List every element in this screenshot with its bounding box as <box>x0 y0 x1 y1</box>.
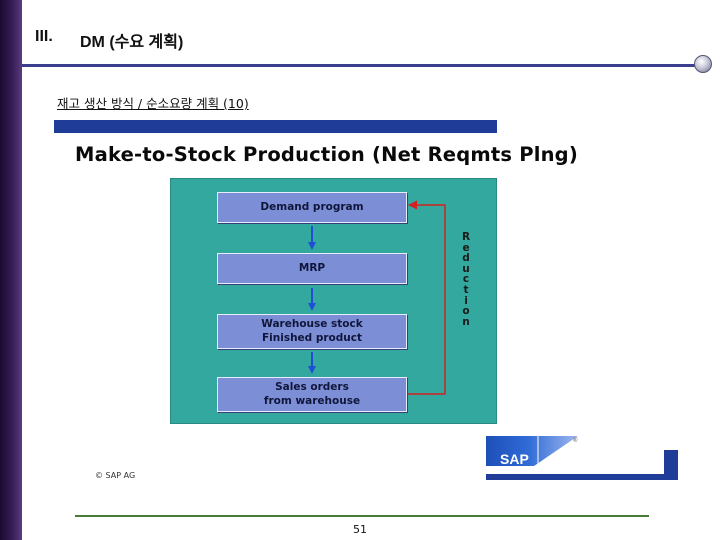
sap-logo: SAP ® <box>486 436 678 480</box>
step-label: Sales orders <box>275 381 349 394</box>
reduction-letter: e <box>462 241 470 254</box>
step-box-sales-orders: Sales orders from warehouse <box>217 377 407 412</box>
step-label: MRP <box>298 261 326 274</box>
feedback-arrow-icon <box>408 200 446 395</box>
step-label: from warehouse <box>263 394 361 407</box>
reduction-label: R e d u c t i o n <box>460 232 472 327</box>
step-label: Warehouse stock <box>261 318 363 331</box>
sap-trademark: ® <box>573 437 578 444</box>
step-box-mrp: MRP <box>217 253 407 284</box>
reduction-letter: R <box>461 231 471 243</box>
reduction-letter: o <box>462 305 470 318</box>
reduction-letter: d <box>462 252 470 265</box>
header-divider <box>22 64 698 67</box>
reduction-letter: i <box>464 294 468 307</box>
copyright-notice: © SAP AG <box>95 471 136 480</box>
diagram-title: Make-to-Stock Production (Net Reqmts Pln… <box>75 143 578 166</box>
page-title: DM (수요 계획) <box>80 34 184 51</box>
page-number: 51 <box>353 523 367 536</box>
header-bullet-icon <box>694 55 712 73</box>
reduction-letter: c <box>462 273 470 286</box>
reduction-letter: n <box>462 315 470 328</box>
sap-logo-text: SAP <box>500 451 529 467</box>
reduction-letter: u <box>462 262 470 275</box>
reduction-letter: t <box>463 283 469 296</box>
step-box-warehouse-stock: Warehouse stock Finished product <box>217 314 407 349</box>
step-box-demand-program: Demand program <box>217 192 407 223</box>
footer-divider <box>75 515 649 517</box>
left-accent-bar <box>0 0 22 540</box>
step-label: Demand program <box>260 200 364 213</box>
subtitle-band <box>54 120 497 133</box>
step-label: Finished product <box>261 331 362 344</box>
section-number: III. <box>35 28 53 45</box>
subtitle: 재고 생산 방식 / 순소요량 계획 (10) <box>57 96 249 111</box>
